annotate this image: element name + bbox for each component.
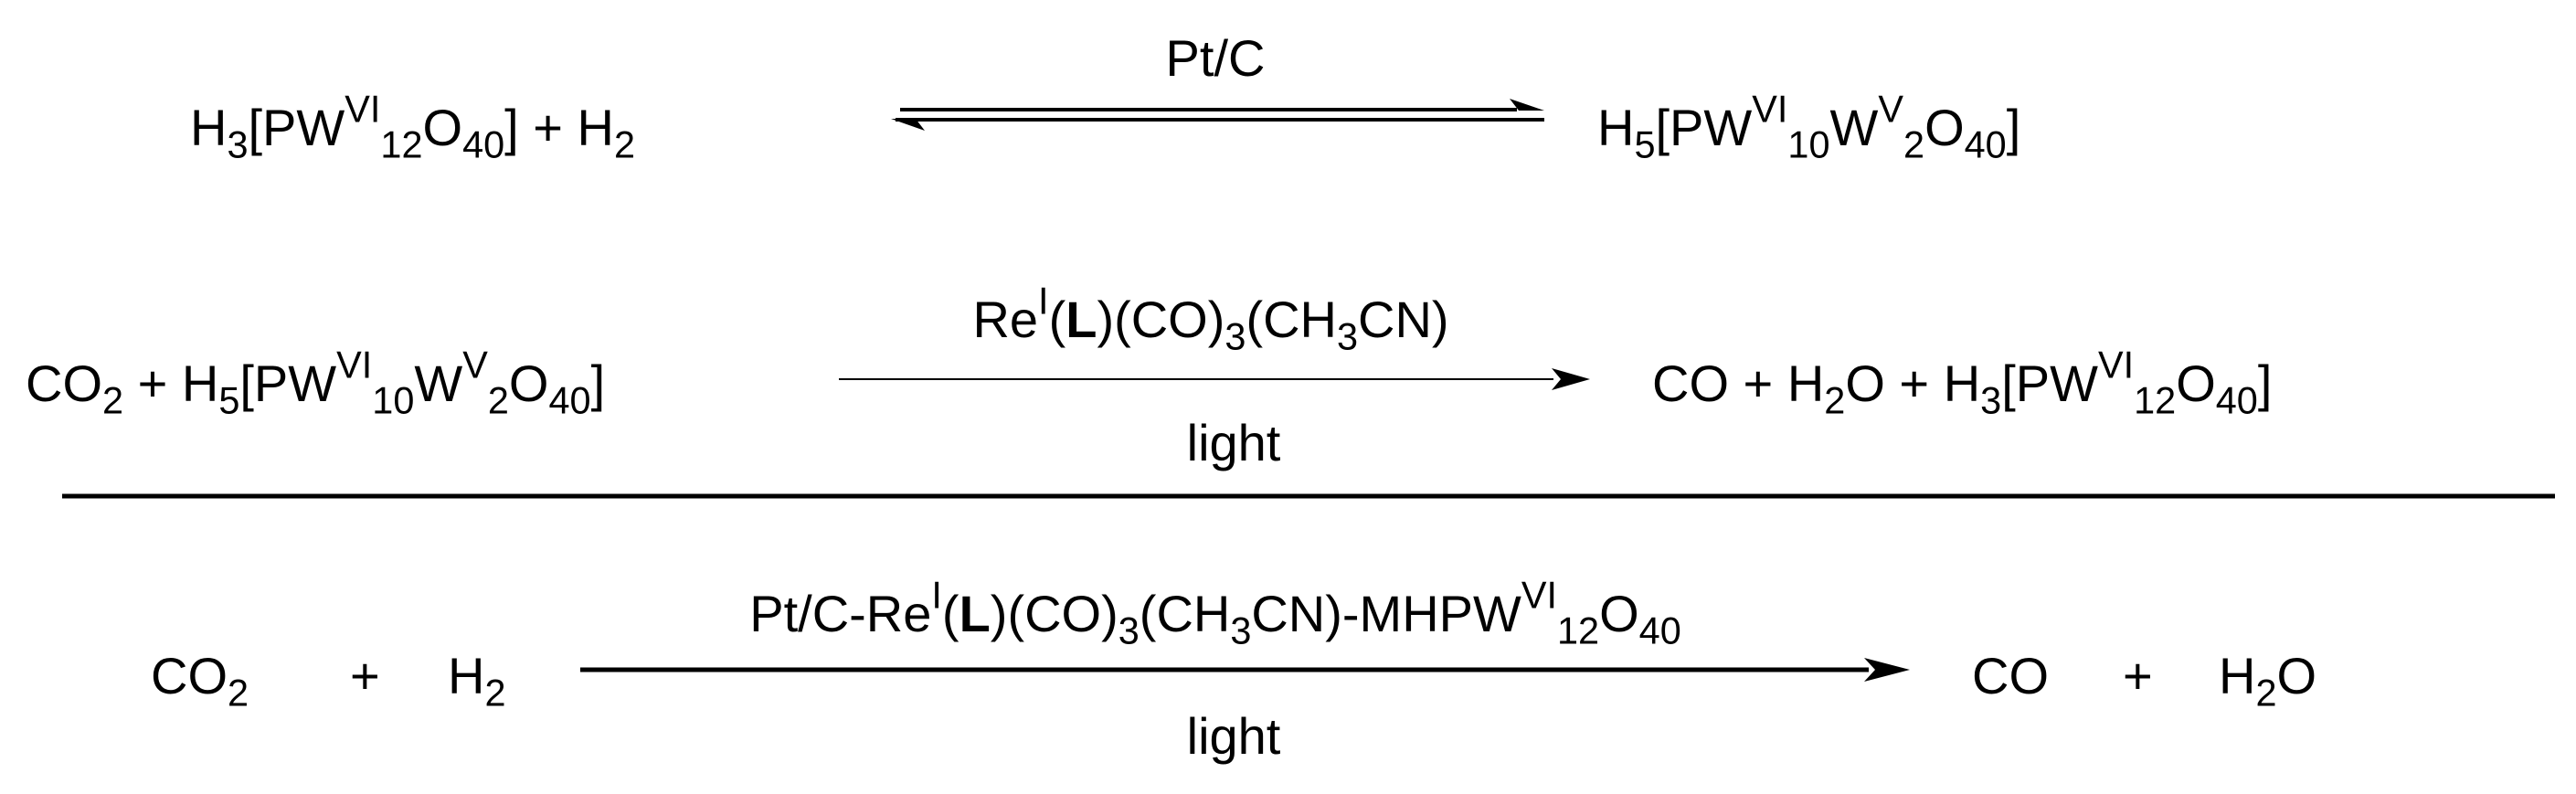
reaction2-reactant: CO2 + H5[PWVI10WV2O40] — [26, 343, 606, 422]
reaction1-catalyst-label: Pt/C — [1165, 29, 1266, 87]
reaction3-condition-label: light — [1186, 707, 1281, 765]
reaction2-arrow — [839, 368, 1590, 390]
reaction1-equilibrium-arrow — [891, 99, 1544, 131]
reaction2-catalyst-label: ReI(L)(CO)3(CH3CN) — [972, 279, 1449, 358]
reaction3-product-h2o: H2O — [2219, 647, 2317, 715]
reaction3-catalyst-label: Pt/C-ReI(L)(CO)3(CH3CN)-MHPWVI12O40 — [749, 573, 1681, 652]
reaction3-arrow — [580, 658, 1910, 682]
reaction3-product-co: CO — [1972, 647, 2049, 704]
reaction3-plus-sign: + — [350, 647, 380, 704]
reaction2-condition-label: light — [1186, 414, 1281, 471]
reaction3-reactant-h2: H2 — [448, 647, 506, 715]
reaction1-product: H5[PWVI10WV2O40] — [1597, 87, 2021, 166]
reaction1-reactant: H3[PWVI12O40] + H2 — [190, 87, 636, 166]
reaction2-product: CO + H2O + H3[PWVI12O40] — [1652, 343, 2273, 422]
reaction3-reactant-co2: CO2 — [151, 647, 249, 715]
reaction3-plus-sign-2: + — [2123, 647, 2153, 704]
